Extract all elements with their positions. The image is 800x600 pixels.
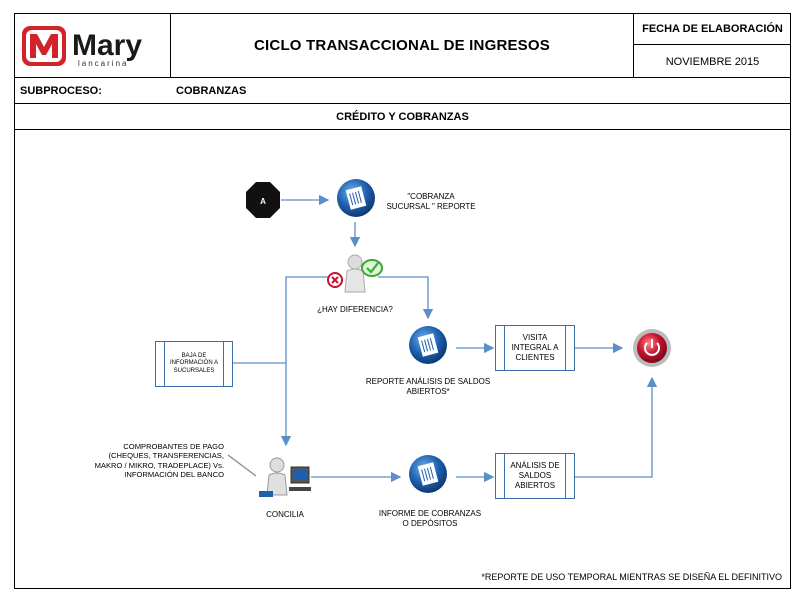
document-report-icon <box>337 179 375 217</box>
comprobantes-label: COMPROBANTES DE PAGO (CHEQUES, TRANSFERE… <box>94 442 224 480</box>
report-sucursal-label: "COBRANZA SUCURSAL " REPORTE <box>386 192 476 211</box>
report-saldos-label: REPORTE ANÁLISIS DE SALDOS ABIERTOS* <box>365 377 491 396</box>
person-computer-icon <box>259 457 311 497</box>
company-logo: Mary lancarina <box>20 20 165 72</box>
section-row <box>14 104 791 130</box>
header-row <box>14 13 791 78</box>
page-frame <box>14 13 791 589</box>
document-informe-icon <box>409 455 447 493</box>
informe-label: INFORME DE COBRANZAS O DEPÓSITOS <box>378 509 482 528</box>
date-value: NOVIEMBRE 2015 <box>665 55 760 68</box>
end-power-icon <box>633 329 671 367</box>
subprocess-label: SUBPROCESO: <box>20 85 102 97</box>
line-comprobantes-to-concilia <box>227 454 257 477</box>
process-baja-info: BAJA DE INFORMACIÓN A SUCURSALES <box>155 341 233 387</box>
footnote: *REPORTE DE USO TEMPORAL MIENTRAS SE DIS… <box>481 572 782 582</box>
concilia-label: CONCILIA <box>266 510 304 519</box>
arrow-analisis-to-end <box>575 376 658 478</box>
connector-a-label: A <box>260 197 266 206</box>
arrow-decision-to-saldos <box>378 276 434 320</box>
decision-person-icon <box>327 254 383 293</box>
subprocess-value: COBRANZAS <box>176 85 247 97</box>
subprocess-row <box>14 78 791 104</box>
date-label: FECHA DE ELABORACIÓN <box>634 13 791 45</box>
logo-subtext: lancarina <box>78 59 128 68</box>
process-analisis: ANÁLISIS DE SALDOS ABIERTOS <box>495 453 575 499</box>
process-visita: VISITA INTEGRAL A CLIENTES <box>495 325 575 371</box>
connector-a-icon: A <box>246 182 280 218</box>
arrow-decision-to-concilia <box>280 276 332 447</box>
logo-text: Mary <box>72 29 142 62</box>
document-title: CICLO TRANSACCIONAL DE INGRESOS <box>170 13 634 78</box>
decision-label: ¿HAY DIFERENCIA? <box>317 305 393 314</box>
document-saldos-icon <box>409 326 447 364</box>
section-title: CRÉDITO Y COBRANZAS <box>336 111 469 123</box>
